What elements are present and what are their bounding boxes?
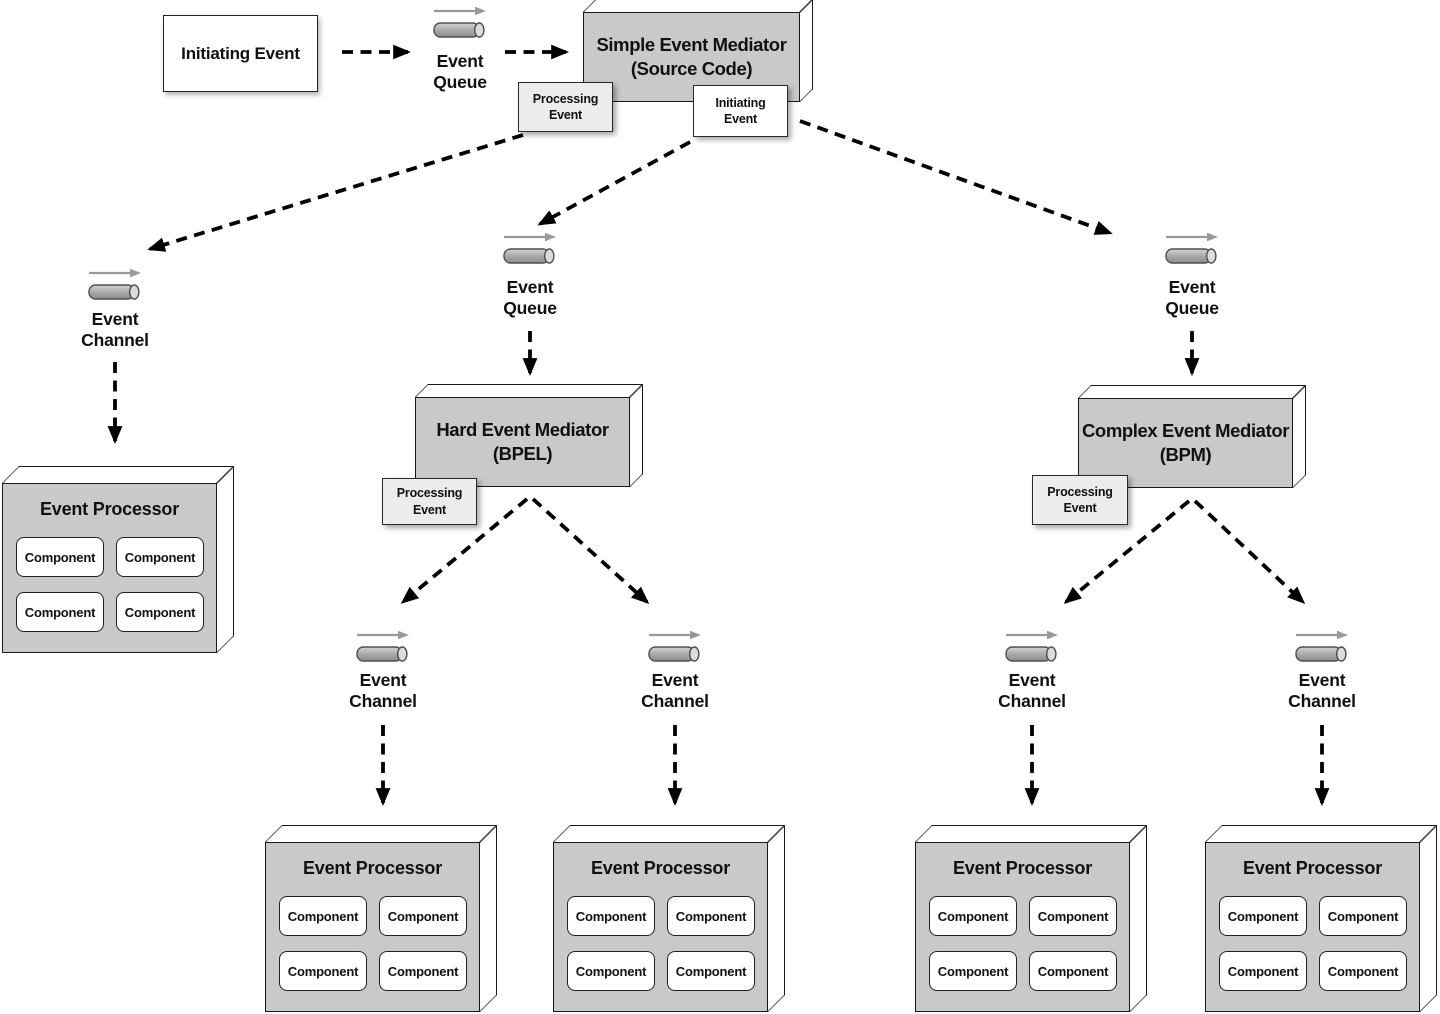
component-box: Component	[1029, 951, 1117, 991]
event-channel-icon	[88, 268, 141, 300]
event-queue-icon	[1165, 232, 1218, 264]
arrow-hard-to-channel-right	[531, 497, 650, 604]
complex-event-mediator-box: Complex Event Mediator (BPM)	[1078, 385, 1306, 488]
flow-arrowhead	[1207, 232, 1218, 242]
flow-arrowhead	[545, 232, 556, 242]
initiating-event-note: Initiating Event	[693, 85, 788, 137]
component-box: Component	[16, 592, 104, 632]
box-side-face	[1293, 385, 1306, 488]
component-box: Component	[929, 896, 1017, 936]
component-box: Component	[567, 896, 655, 936]
processing-event-note: Processing Event	[1032, 475, 1128, 525]
event-processor-title: Event Processor	[590, 858, 731, 878]
arrow-simple-to-mid-queue	[537, 140, 691, 226]
event-processor-box: Event Processor Component Component Comp…	[553, 825, 785, 1012]
event-processor-title: Event Processor	[39, 499, 180, 519]
box-top-face	[1078, 385, 1306, 398]
flow-arrowhead	[1047, 630, 1058, 640]
hard-event-mediator-box: Hard Event Mediator (BPEL)	[415, 384, 643, 487]
component-box: Component	[929, 951, 1017, 991]
event-channel-icon	[1295, 630, 1348, 662]
box-side-face	[1130, 825, 1147, 1012]
component-box: Component	[667, 951, 755, 991]
arrow-simple-to-left-channel	[147, 133, 524, 252]
event-processor-title: Event Processor	[302, 858, 443, 878]
arrow-hard-to-channel-left	[400, 497, 529, 604]
flow-arrowhead	[475, 6, 486, 16]
arrow-complex-to-channel-right	[1193, 499, 1306, 605]
event-processor-title: Event Processor	[1242, 858, 1383, 878]
component-box: Component	[379, 951, 467, 991]
component-grid: Component Component Component Component	[567, 896, 755, 991]
flow-arrowhead	[398, 630, 409, 640]
component-box: Component	[1319, 951, 1407, 991]
initiating-event-box: Initiating Event	[163, 15, 318, 92]
event-processor-box: Event Processor Component Component Comp…	[915, 825, 1147, 1012]
component-box: Component	[279, 896, 367, 936]
event-channel-icon	[648, 630, 701, 662]
box-top-face	[915, 825, 1147, 842]
flow-arrowhead	[130, 268, 141, 278]
box-front-face	[415, 397, 630, 487]
arrow-simple-to-right-queue	[799, 119, 1113, 235]
box-side-face	[768, 825, 785, 1012]
box-top-face	[2, 466, 234, 483]
component-grid: Component Component Component Component	[1219, 896, 1407, 991]
box-side-face	[630, 384, 643, 487]
component-box: Component	[1219, 896, 1307, 936]
component-box: Component	[16, 537, 104, 577]
box-top-face	[415, 384, 643, 397]
component-box: Component	[1219, 951, 1307, 991]
arrow-complex-to-channel-left	[1063, 499, 1191, 604]
box-top-face	[553, 825, 785, 842]
box-side-face	[800, 0, 813, 102]
initiating-event-label: Initiating Event	[181, 43, 300, 63]
event-processor-box: Event Processor Component Component Comp…	[2, 466, 234, 653]
event-channel-icon	[356, 630, 409, 662]
flow-arrowhead	[690, 630, 701, 640]
box-top-face	[265, 825, 497, 842]
component-grid: Component Component Component Component	[16, 537, 204, 632]
mediator-label: Hard Event Mediator (BPEL)	[436, 418, 609, 464]
box-side-face	[1420, 825, 1437, 1012]
event-channel-icon	[1005, 630, 1058, 662]
box-front-face	[1078, 398, 1293, 488]
component-grid: Component Component Component Component	[929, 896, 1117, 991]
component-box: Component	[567, 951, 655, 991]
box-side-face	[480, 825, 497, 1012]
event-processor-title: Event Processor	[952, 858, 1093, 878]
component-box: Component	[116, 537, 204, 577]
component-box: Component	[1029, 896, 1117, 936]
mediator-label: Complex Event Mediator (BPM)	[1081, 419, 1290, 465]
box-top-face	[583, 0, 813, 12]
box-side-face	[217, 466, 234, 653]
event-queue-icon	[433, 6, 486, 38]
event-processor-box: Event Processor Component Component Comp…	[265, 825, 497, 1012]
mediator-label: Simple Event Mediator (Source Code)	[596, 33, 787, 79]
box-top-face	[1205, 825, 1437, 842]
flow-arrowhead	[1337, 630, 1348, 640]
component-grid: Component Component Component Component	[279, 896, 467, 991]
processing-event-note: Processing Event	[518, 82, 613, 132]
component-box: Component	[116, 592, 204, 632]
component-box: Component	[1319, 896, 1407, 936]
component-box: Component	[379, 896, 467, 936]
component-box: Component	[667, 896, 755, 936]
event-processor-box: Event Processor Component Component Comp…	[1205, 825, 1437, 1012]
event-queue-icon	[503, 232, 556, 264]
component-box: Component	[279, 951, 367, 991]
processing-event-note: Processing Event	[382, 478, 477, 525]
